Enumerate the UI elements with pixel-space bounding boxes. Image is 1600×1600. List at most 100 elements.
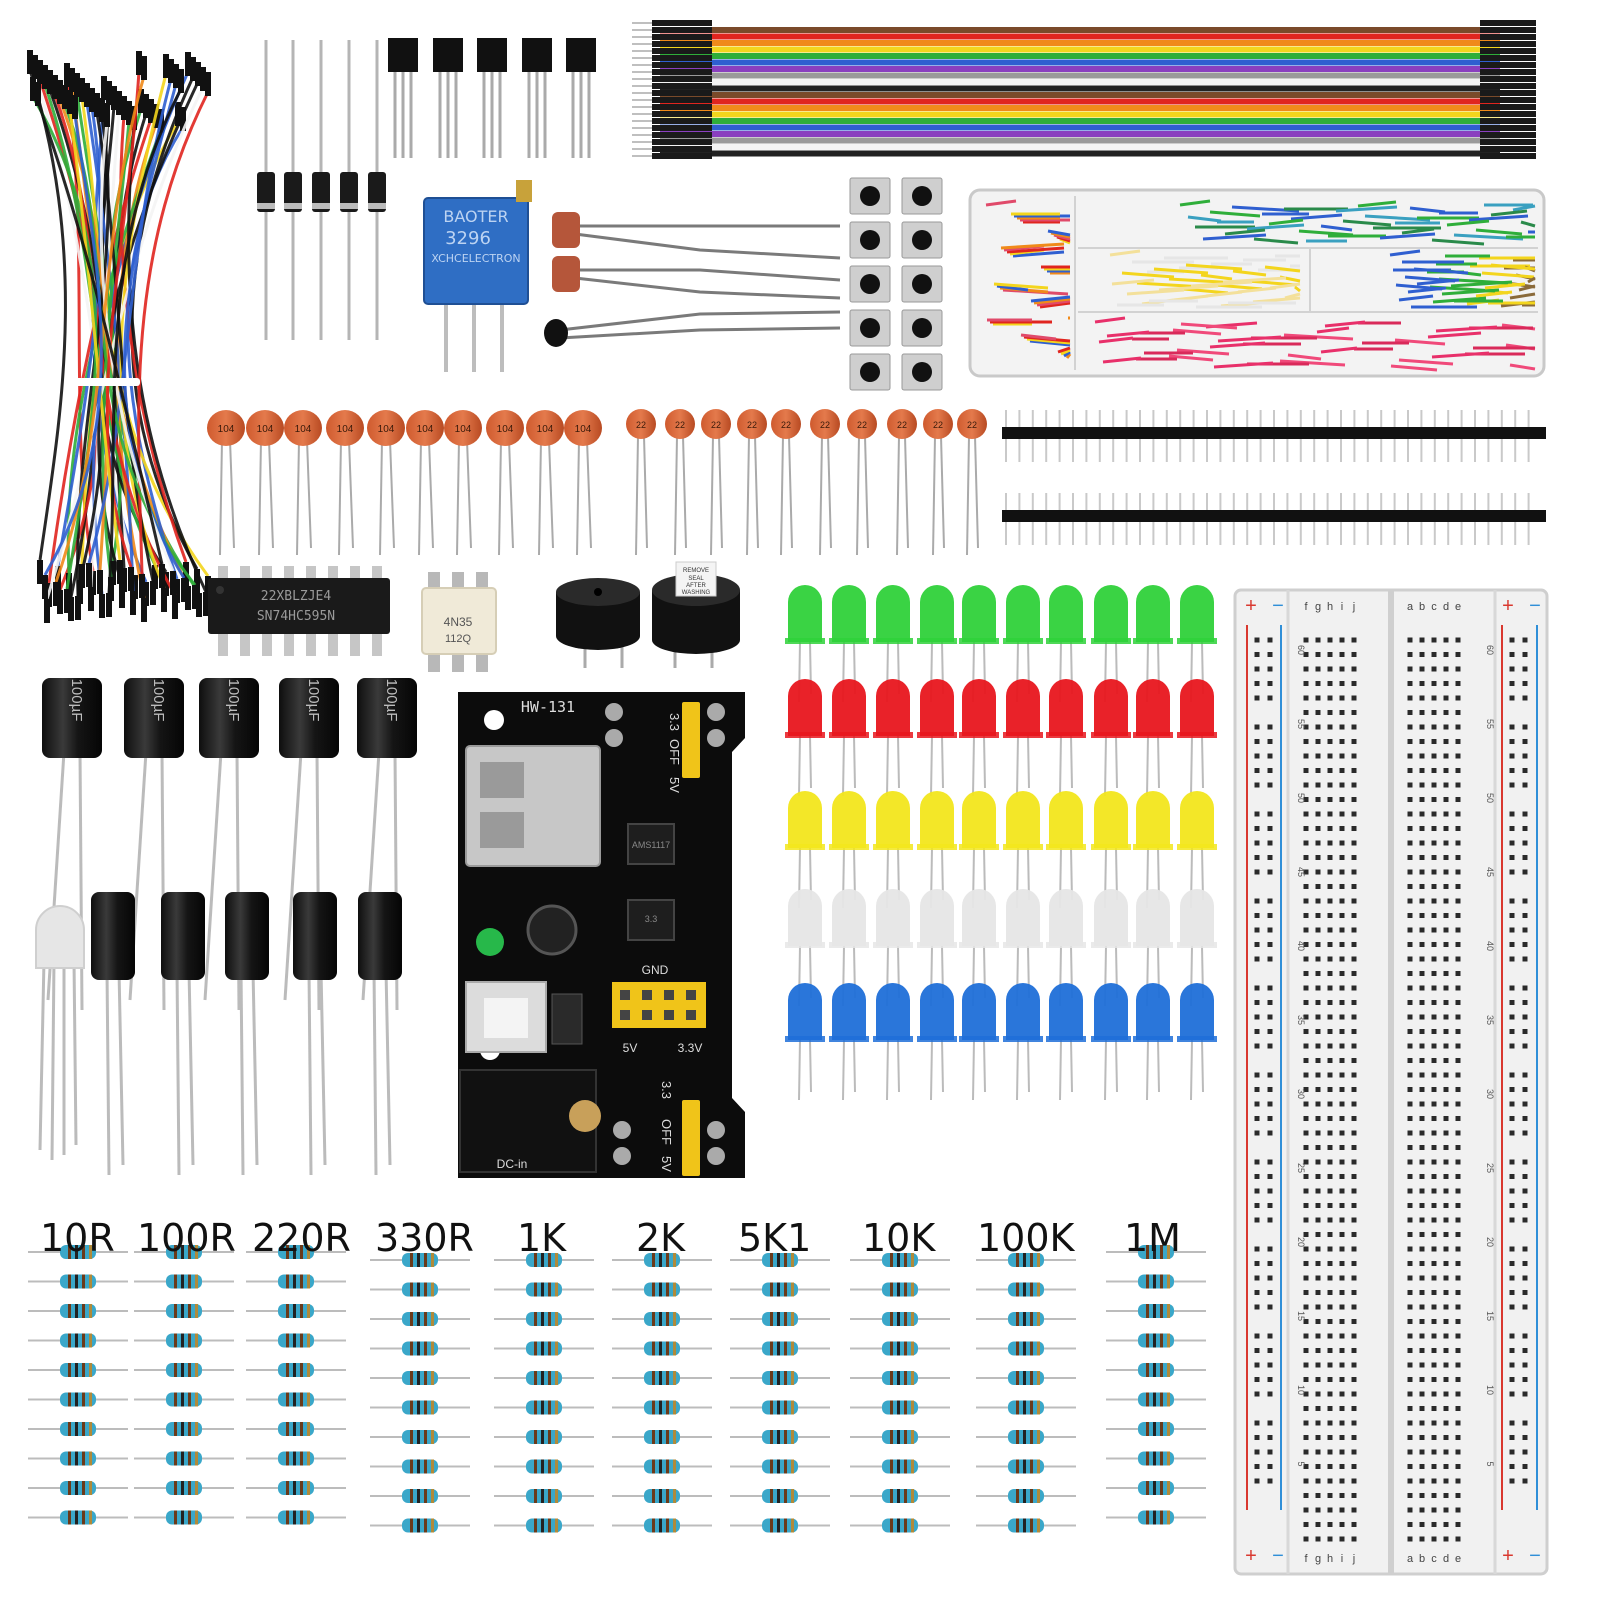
rail-plus-top-right: + xyxy=(1502,595,1514,617)
resistor-label-220r: 220R xyxy=(252,1216,351,1260)
buzzer-sticker-line1: REMOVE xyxy=(683,568,709,574)
buzzers: REMOVE SEAL AFTER WASHING xyxy=(556,561,740,668)
breadboard-row-number: 35 xyxy=(1485,1015,1495,1025)
rail-plus-top-left: + xyxy=(1245,595,1257,617)
breadboard-row-number: 5 xyxy=(1485,1461,1495,1466)
ic-lot-code: 22XBLZJE4 xyxy=(261,589,332,604)
rail-plus-bottom-right: + xyxy=(1502,1545,1514,1567)
breadboard-row-number: 15 xyxy=(1485,1311,1495,1321)
ic-part-number: SN74HC595N xyxy=(257,609,335,624)
transistors xyxy=(388,38,596,158)
ceramic-cap-code-22: 22 xyxy=(781,420,791,430)
breadboard-row-number: 30 xyxy=(1296,1089,1306,1099)
jumper-bottom-3v3: 3.3 xyxy=(659,1081,674,1099)
resistor-label-1k: 1K xyxy=(517,1216,567,1260)
jumper-top-off: OFF xyxy=(667,739,682,765)
resistor-label-1m: 1M xyxy=(1124,1216,1181,1260)
breadboard-row-number: 45 xyxy=(1485,867,1495,877)
regulator-part: AMS1117 xyxy=(632,840,670,850)
ecap-capacitance: 100µF xyxy=(150,679,167,722)
optocoupler-4n35: 4N35 112Q xyxy=(421,572,497,672)
trimmer-potentiometer: BAOTER 3296 XCHCELECTRON xyxy=(423,180,532,372)
ecap-capacitance: 100µF xyxy=(305,679,322,722)
breadboard-column-letter: b xyxy=(1419,1553,1425,1565)
led-grid xyxy=(785,585,1217,1101)
resistor-label-10r: 10R xyxy=(40,1216,115,1260)
rail-minus-bottom-right: − xyxy=(1529,1545,1541,1567)
ecap-capacitance: 100µF xyxy=(225,679,242,722)
breadboard-column-letter: f xyxy=(1304,601,1308,613)
buzzer-sticker-line3: AFTER xyxy=(686,583,706,589)
breadboard-column-letter: e xyxy=(1455,601,1461,613)
photoresistors-thermistor xyxy=(544,212,841,347)
buzzer-sticker-line2: SEAL xyxy=(688,576,704,582)
breadboard-row-number: 25 xyxy=(1485,1163,1495,1173)
ic-sn74hc595n: 22XBLZJE4 SN74HC595N xyxy=(208,566,390,656)
breadboard-column-letter: h xyxy=(1327,1553,1333,1565)
header-gnd-label: GND xyxy=(642,963,669,977)
breadboard-column-letter: j xyxy=(1352,1553,1355,1565)
ceramic-cap-code-104: 104 xyxy=(378,424,395,435)
breadboard-column-letter: b xyxy=(1419,601,1425,613)
breadboard-row-number: 45 xyxy=(1296,867,1306,877)
breadboard-row-number: 20 xyxy=(1296,1237,1306,1247)
opto-code: 112Q xyxy=(445,633,472,645)
trimmer-maker: XCHCELECTRON xyxy=(431,252,520,265)
jumper-wire-kit-box xyxy=(968,188,1546,378)
ceramic-cap-code-104: 104 xyxy=(575,424,592,435)
ceramic-cap-code-104: 104 xyxy=(455,424,472,435)
jumper-wire-bundle xyxy=(27,50,211,623)
resistor-label-100k: 100K xyxy=(977,1216,1075,1260)
breadboard-row-number: 60 xyxy=(1296,645,1306,655)
resistor-label-5k1: 5K1 xyxy=(738,1216,812,1260)
resistor-label-10k: 10K xyxy=(862,1216,936,1260)
breadboard-row-number: 15 xyxy=(1296,1311,1306,1321)
breadboard-column-letter: h xyxy=(1327,601,1333,613)
buzzer-sticker-line4: WASHING xyxy=(682,590,711,596)
breadboard-column-letter: f xyxy=(1304,1553,1308,1565)
breadboard-row-number: 25 xyxy=(1296,1163,1306,1173)
ceramic-cap-code-22: 22 xyxy=(675,420,685,430)
power-supply-module-hw131: HW-131 AMS1117 3.3 3.3 OFF 5V GND 5V 3.3… xyxy=(458,692,745,1178)
resistor-label-330r: 330R xyxy=(375,1216,474,1260)
rail-minus-top-right: − xyxy=(1529,595,1541,617)
ecap-capacitance: 100µF xyxy=(383,679,400,722)
opto-part-number: 4N35 xyxy=(444,615,473,629)
ceramic-cap-code-104: 104 xyxy=(417,424,434,435)
ceramic-cap-code-104: 104 xyxy=(218,424,235,435)
ceramic-cap-code-22: 22 xyxy=(897,420,907,430)
ceramic-cap-code-22: 22 xyxy=(933,420,943,430)
ceramic-cap-code-22: 22 xyxy=(857,420,867,430)
breadboard-row-number: 5 xyxy=(1296,1461,1306,1466)
jumper-top-5v: 5V xyxy=(667,777,682,793)
rail-minus-bottom-left: − xyxy=(1272,1545,1284,1567)
ceramic-cap-code-22: 22 xyxy=(636,420,646,430)
dc-input-label: DC-in xyxy=(497,1157,528,1171)
pin-headers xyxy=(1002,410,1546,545)
ceramic-cap-code-22: 22 xyxy=(820,420,830,430)
breadboard-column-letter: i xyxy=(1341,1553,1343,1565)
breadboard-column-letter: e xyxy=(1455,1553,1461,1565)
ecap-capacitance: 100µF xyxy=(68,679,85,722)
breadboard-row-number: 50 xyxy=(1296,793,1306,803)
ceramic-cap-code-104: 104 xyxy=(497,424,514,435)
ceramic-cap-code-104: 104 xyxy=(295,424,312,435)
ceramic-cap-code-22: 22 xyxy=(711,420,721,430)
trimmer-model: 3296 xyxy=(445,228,491,249)
breadboard-row-number: 55 xyxy=(1485,719,1495,729)
module-model: HW-131 xyxy=(521,698,575,716)
trimmer-brand: BAOTER xyxy=(443,207,508,226)
breadboard-column-letter: d xyxy=(1443,1553,1449,1565)
jumper-top-3v3: 3.3 xyxy=(667,713,682,731)
breadboard-row-number: 40 xyxy=(1296,941,1306,951)
breadboard-column-letter: d xyxy=(1443,601,1449,613)
dupont-ribbon-cable xyxy=(632,20,1536,159)
resistor-grid xyxy=(28,1245,1206,1533)
breadboard-column-letter: a xyxy=(1407,1553,1414,1565)
diodes xyxy=(257,40,386,340)
breadboard-column-letter: g xyxy=(1315,601,1321,613)
breadboard-column-letter: a xyxy=(1407,601,1414,613)
breadboard-column-letter: c xyxy=(1431,601,1437,613)
